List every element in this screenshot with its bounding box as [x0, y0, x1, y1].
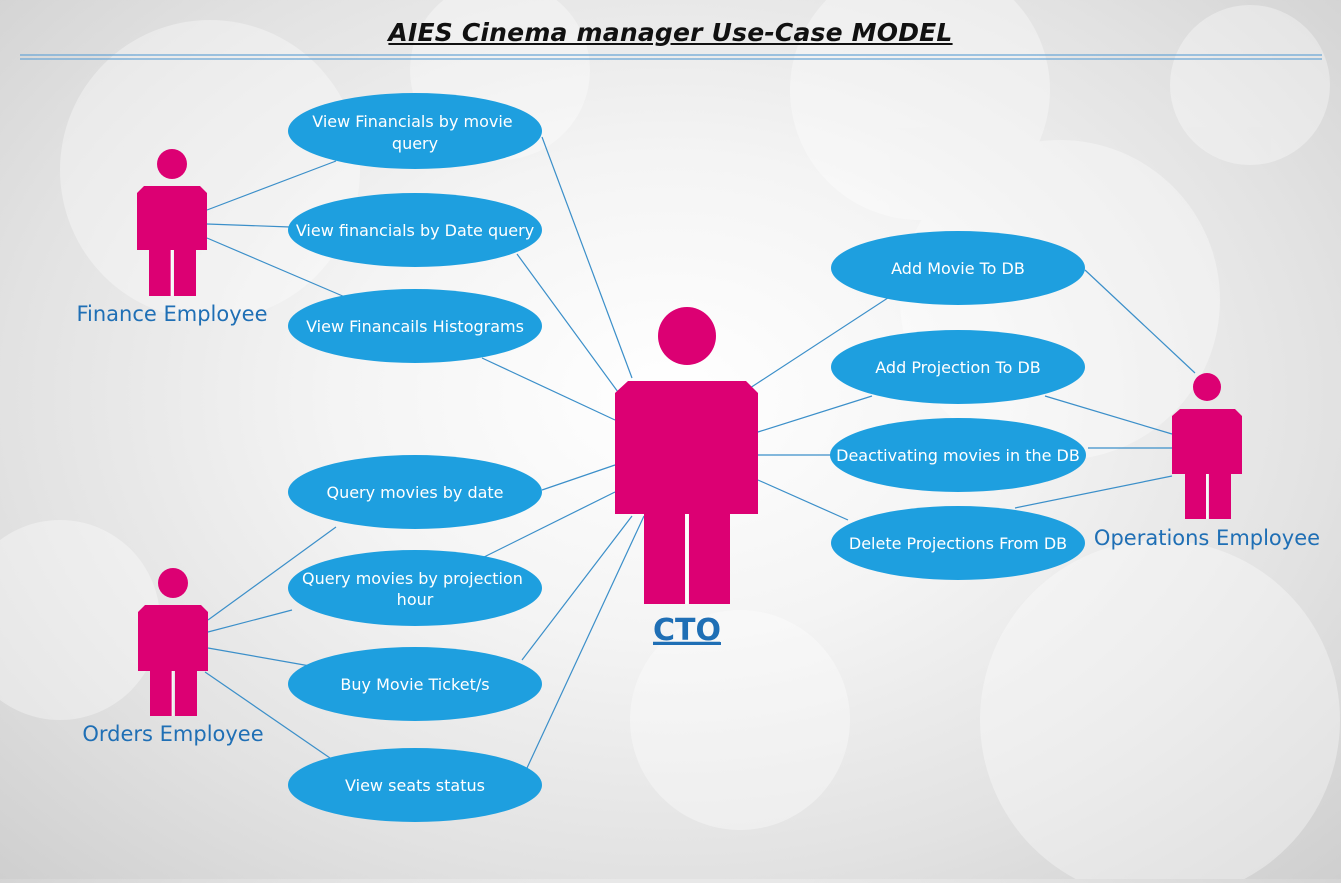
svg-text:Query movies by date: Query movies by date — [326, 483, 503, 502]
svg-text:View seats status: View seats status — [345, 776, 485, 795]
usecase-view-financials-by-movie[interactable]: View Financials by movie query — [288, 93, 542, 169]
page-title: AIES Cinema manager Use-Case MODEL — [388, 18, 953, 47]
actor-finance-employee[interactable]: Finance Employee — [76, 149, 268, 326]
actor-cto[interactable]: CTO — [615, 307, 758, 648]
usecase-label: hour — [397, 590, 434, 609]
usecase-label: Query movies by projection — [302, 569, 523, 588]
usecase-label: Delete Projections From DB — [849, 534, 1067, 553]
usecase-query-movies-by-date[interactable]: Query movies by date — [288, 455, 542, 529]
usecase-label: View financials by Date query — [296, 221, 534, 240]
usecase-label: Add Projection To DB — [875, 358, 1041, 377]
actor-label: Operations Employee — [1094, 526, 1320, 550]
svg-text:Query movies by projection: Query movies by projection hour — [302, 569, 528, 609]
usecase-view-seats-status[interactable]: View seats status — [288, 748, 542, 822]
title-divider — [20, 54, 1322, 60]
actor-figure-icon — [138, 568, 208, 716]
svg-text:Deactivating movies in the DB: Deactivating movies in the DB — [836, 446, 1080, 465]
usecase-label: Buy Movie Ticket/s — [340, 675, 489, 694]
actor-label: Finance Employee — [76, 302, 267, 326]
usecase-label: View seats status — [345, 776, 485, 795]
svg-text:View Financials by movie: View Financials by movie query — [312, 112, 517, 153]
usecase-view-financials-by-date[interactable]: View financials by Date query — [288, 193, 542, 267]
usecase-add-projection-to-db[interactable]: Add Projection To DB — [831, 330, 1085, 404]
actor-figure-icon — [137, 149, 207, 296]
usecase-label: Query movies by date — [326, 483, 503, 502]
usecase-view-financials-histograms[interactable]: View Financails Histograms — [288, 289, 542, 363]
actor-figure-icon — [615, 307, 758, 604]
usecase-buy-movie-tickets[interactable]: Buy Movie Ticket/s — [288, 647, 542, 721]
usecase-delete-projections[interactable]: Delete Projections From DB — [831, 506, 1085, 580]
usecase-label: View Financials by movie — [312, 112, 512, 131]
svg-text:View financials by Date query: View financials by Date query — [296, 221, 534, 240]
usecase-label: query — [392, 134, 438, 153]
svg-text:Delete Projections From DB: Delete Projections From DB — [849, 534, 1067, 553]
svg-text:View Financails Histograms: View Financails Histograms — [306, 317, 524, 336]
actor-operations-employee[interactable]: Operations Employee — [1094, 373, 1320, 550]
svg-text:Add Movie To DB: Add Movie To DB — [891, 259, 1025, 278]
actor-figure-icon — [1172, 373, 1242, 519]
actor-orders-employee[interactable]: Orders Employee — [82, 568, 264, 746]
svg-text:Buy Movie Ticket/s: Buy Movie Ticket/s — [340, 675, 489, 694]
actor-label: Orders Employee — [82, 722, 263, 746]
usecase-label: Add Movie To DB — [891, 259, 1025, 278]
usecase-deactivating-movies[interactable]: Deactivating movies in the DB — [830, 418, 1086, 492]
usecase-add-movie-to-db[interactable]: Add Movie To DB — [831, 231, 1085, 305]
usecase-query-movies-by-projection-hour[interactable]: Query movies by projection hour — [288, 550, 542, 626]
usecase-label: View Financails Histograms — [306, 317, 524, 336]
usecase-label: Deactivating movies in the DB — [836, 446, 1080, 465]
svg-text:Add Projection To DB: Add Projection To DB — [875, 358, 1041, 377]
connectors — [204, 136, 1196, 769]
